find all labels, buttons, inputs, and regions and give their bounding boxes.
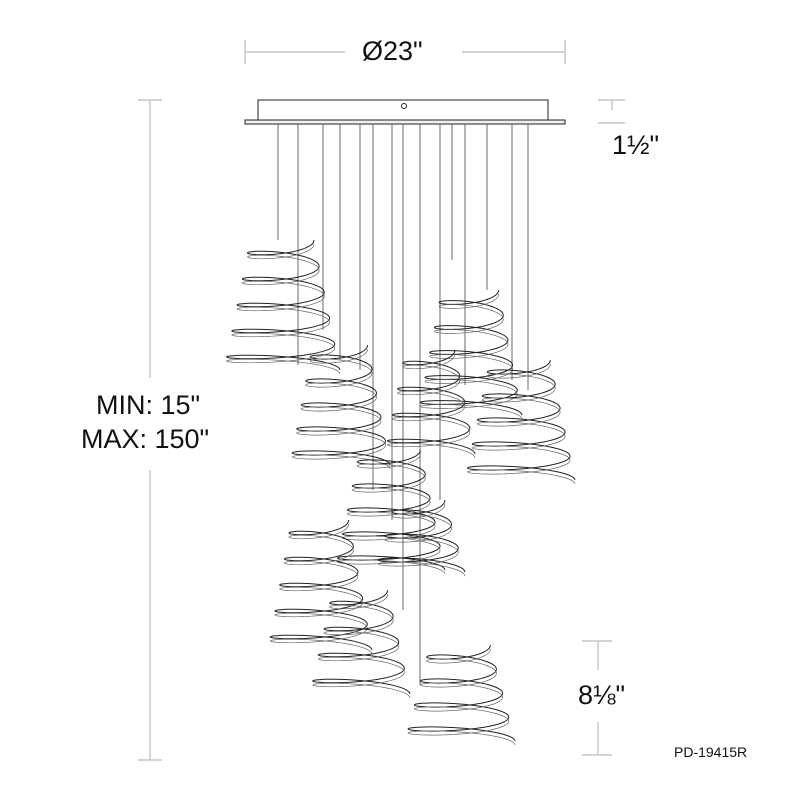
dimension-lines bbox=[138, 40, 625, 761]
spiral-pendants bbox=[225, 239, 576, 746]
spiral-tube-edge bbox=[467, 363, 576, 485]
spiral-pendant bbox=[419, 289, 523, 420]
spiral-pendant bbox=[466, 359, 576, 485]
spiral-tube-edge bbox=[407, 648, 516, 746]
spiral-tube-edge bbox=[291, 348, 391, 470]
spiral-pendant bbox=[225, 239, 341, 375]
model-number: PD-19415R bbox=[674, 744, 748, 760]
spiral-tube-edge bbox=[226, 243, 341, 375]
spiral-tube-edge bbox=[312, 589, 411, 695]
spiral-tube-edge bbox=[377, 503, 466, 577]
overall-height-dimension-line bbox=[138, 99, 162, 761]
pendant-height-label: 8⅛" bbox=[578, 680, 626, 710]
spiral-pendant bbox=[407, 644, 516, 746]
spiral-tube-edge bbox=[336, 449, 446, 571]
spiral-pendant bbox=[386, 349, 476, 459]
spiral-tube-edge bbox=[225, 239, 341, 371]
spiral-tube-edge bbox=[387, 353, 476, 459]
spiral-tube-edge bbox=[269, 523, 373, 655]
spiral-pendant bbox=[291, 344, 391, 470]
spiral-pendant bbox=[312, 589, 411, 699]
spiral-tube-edge bbox=[419, 289, 523, 416]
pendant-height-dimension-line bbox=[582, 640, 612, 756]
spiral-tube-edge bbox=[337, 453, 446, 575]
spiral-tube-edge bbox=[269, 519, 373, 651]
diameter-label: Ø23" bbox=[362, 36, 423, 66]
canopy-height-label: 1½" bbox=[612, 130, 660, 160]
diameter-dimension-line bbox=[244, 40, 566, 64]
spiral-tube-edge bbox=[377, 499, 466, 573]
spiral-pendant bbox=[377, 499, 466, 577]
spiral-tube-edge bbox=[386, 349, 476, 455]
spiral-pendant bbox=[336, 449, 446, 575]
canopy-height-dimension-line bbox=[598, 99, 625, 124]
max-length-label: MAX: 150" bbox=[81, 424, 210, 454]
min-length-label: MIN: 15" bbox=[96, 390, 201, 420]
spiral-tube-edge bbox=[312, 593, 411, 699]
canopy bbox=[244, 99, 566, 125]
spiral-tube-edge bbox=[419, 293, 523, 420]
